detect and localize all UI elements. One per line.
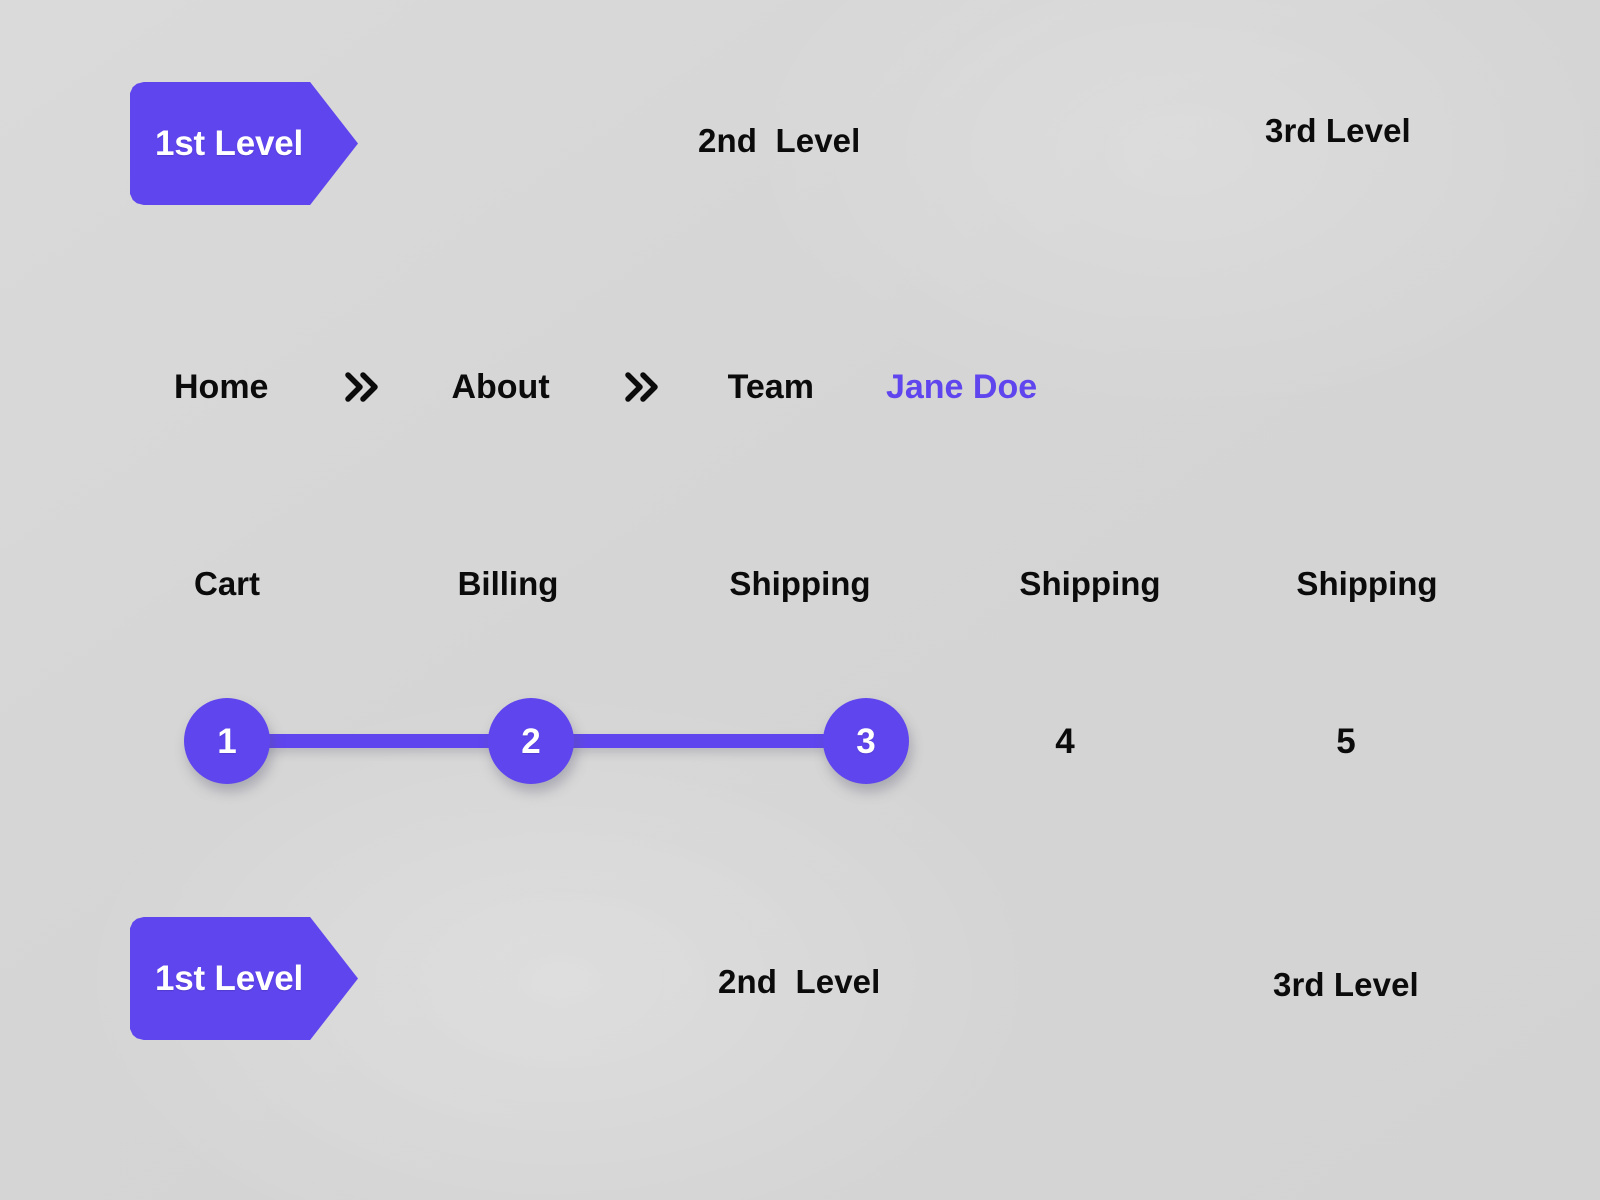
stepper-connector-2-3 [531, 734, 866, 748]
stepper-step-3-label: Shipping [729, 565, 871, 602]
breadcrumb: Home About Team Jane Doe [174, 363, 1037, 411]
breadcrumb-item-team[interactable]: Team [727, 368, 814, 406]
double-chevron-right-icon [339, 369, 385, 405]
stepper-step-2-node[interactable]: 2 [488, 698, 574, 784]
arrow-breadcrumb-top-item-2[interactable]: 2nd Level [698, 122, 861, 159]
arrow-breadcrumb-bottom-item-3[interactable]: 3rd Level [1273, 966, 1419, 1003]
stepper-step-5-label: Shipping [1296, 565, 1438, 602]
breadcrumb-item-home[interactable]: Home [174, 368, 269, 406]
arrow-breadcrumb-top-item-1[interactable]: 1st Level [130, 82, 358, 205]
arrow-breadcrumb-bottom-item-1[interactable]: 1st Level [130, 917, 358, 1040]
stepper-step-4-label: Shipping [1019, 565, 1161, 602]
arrow-breadcrumb-top-item-3[interactable]: 3rd Level [1265, 112, 1411, 149]
stepper-connector-1-2 [227, 734, 531, 748]
arrow-breadcrumb-bottom-item-2[interactable]: 2nd Level [718, 963, 881, 1000]
stepper-step-5-node[interactable]: 5 [1336, 721, 1356, 761]
stepper-step-3-node[interactable]: 3 [823, 698, 909, 784]
stepper-step-1-node[interactable]: 1 [184, 698, 270, 784]
arrow-breadcrumb-top-item-1-label: 1st Level [155, 124, 304, 163]
breadcrumb-item-about[interactable]: About [451, 368, 550, 406]
stepper-step-1-label: Cart [193, 565, 261, 602]
double-chevron-right-icon [619, 369, 665, 405]
stepper-step-4-node[interactable]: 4 [1055, 721, 1075, 761]
breadcrumb-item-current[interactable]: Jane Doe [885, 368, 1038, 406]
arrow-breadcrumb-bottom-item-1-label: 1st Level [155, 959, 304, 998]
stepper-step-2-label: Billing [457, 565, 559, 602]
